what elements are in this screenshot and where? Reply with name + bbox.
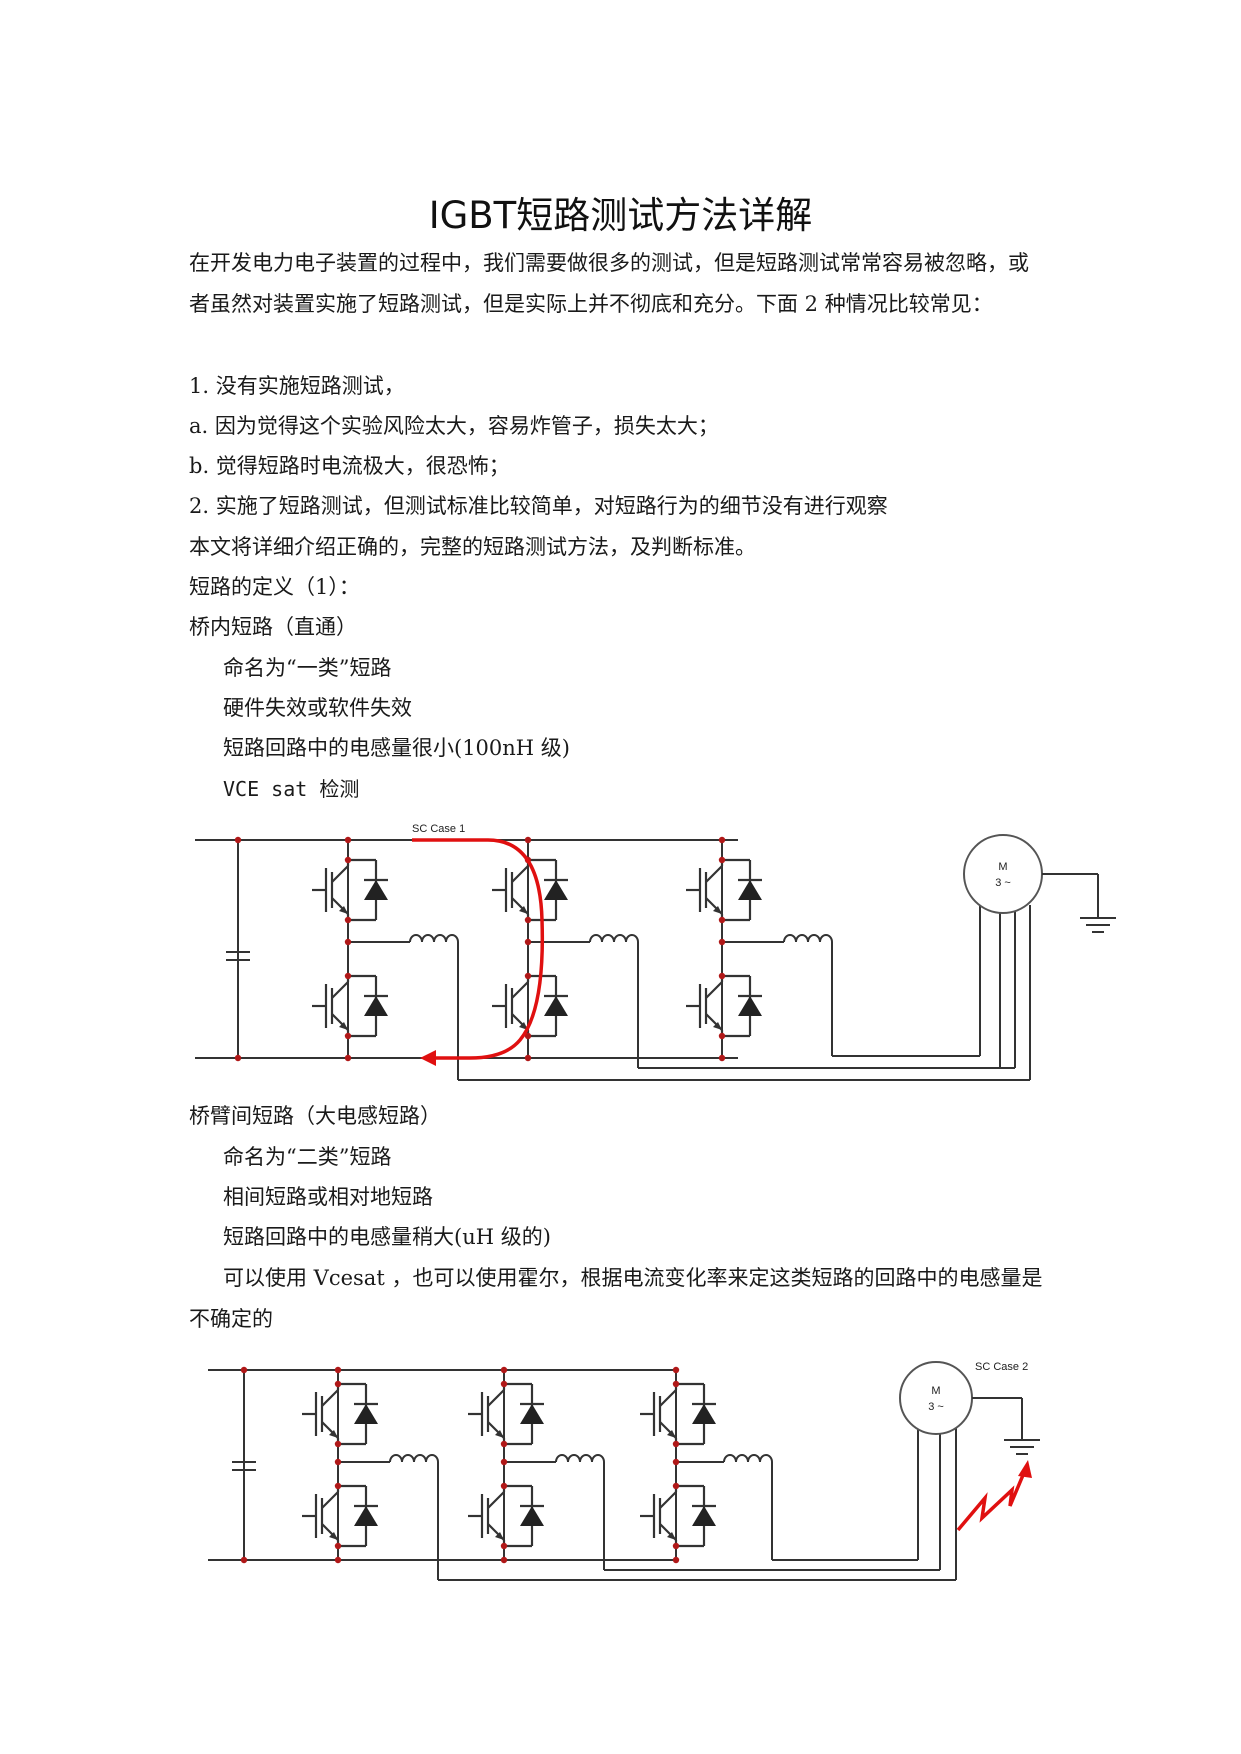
case2-paragraph: 可以使用 Vcesat ，也可以使用霍尔，根据电流变化率来定这类短路的回路中的电…	[189, 1266, 1043, 1331]
intro-paragraph: 在开发电力电子装置的过程中，我们需要做很多的测试，但是短路测试常常容易被忽略，或…	[189, 251, 1029, 316]
definition-heading: 短路的定义（1）：	[189, 575, 360, 599]
case1-line: VCE sat 检测	[223, 777, 360, 801]
case2-heading: 桥臂间短路（大电感短路）	[189, 1104, 441, 1128]
motor-label: 3 ~	[928, 1401, 944, 1413]
list-item: 1. 没有实施短路测试，	[189, 374, 405, 398]
case2-line: 相间短路或相对地短路	[223, 1185, 433, 1209]
summary-line: 本文将详细介绍正确的，完整的短路测试方法，及判断标准。	[189, 535, 756, 559]
motor-label: M	[931, 1385, 940, 1397]
page-title: IGBT短路测试方法详解	[428, 193, 813, 237]
case2-line: 短路回路中的电感量稍大(uH 级的)	[223, 1225, 551, 1249]
case1-line: 硬件失效或软件失效	[223, 696, 412, 720]
motor-label: 3 ~	[995, 877, 1011, 889]
sc-case-label: SC Case 1	[412, 823, 465, 835]
sc-case1-diagram: M 3 ~ SC Case 1	[195, 823, 1116, 1081]
sc-case2-diagram: M 3 ~ SC Case 2	[208, 1361, 1040, 1581]
case2-line: 命名为“二类”短路	[223, 1145, 392, 1169]
motor-label: M	[998, 861, 1007, 873]
case1-line: 命名为“一类”短路	[223, 656, 392, 680]
case1-heading: 桥内短路（直通）	[189, 615, 357, 639]
list-item: b. 觉得短路时电流极大，很恐怖；	[189, 454, 510, 478]
case1-line: 短路回路中的电感量很小(100nH 级)	[223, 736, 570, 760]
list-item: a. 因为觉得这个实验风险太大，容易炸管子，损失太大；	[189, 414, 719, 438]
list-item: 2. 实施了短路测试，但测试标准比较简单，对短路行为的细节没有进行观察	[189, 494, 888, 518]
sc-case-label: SC Case 2	[975, 1361, 1028, 1373]
